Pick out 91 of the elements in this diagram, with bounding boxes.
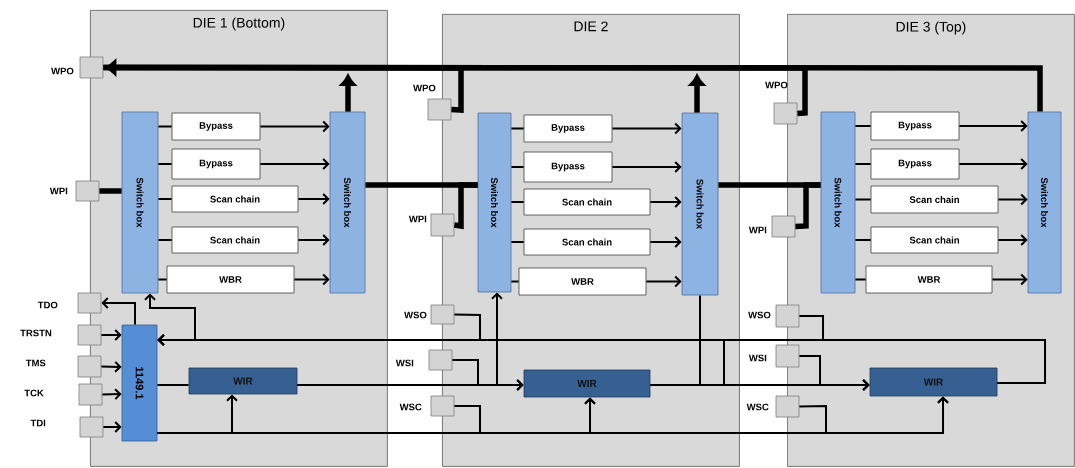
pin-label: WSI — [748, 354, 767, 362]
arrow — [997, 234, 1028, 246]
arrow — [259, 158, 330, 170]
connector-line — [157, 125, 173, 128]
switch-box: Switch box — [1027, 111, 1062, 294]
arrow — [100, 329, 122, 341]
connector-line — [510, 241, 525, 243]
pin-label: TCK — [24, 389, 44, 397]
controller-box: 1149.1 — [121, 324, 158, 442]
register-box: WIR — [523, 369, 651, 398]
connector-line — [156, 384, 190, 386]
arrow — [798, 355, 870, 391]
switch-box: Switch box — [121, 111, 159, 294]
connector-line — [157, 163, 173, 165]
register-box: WBR — [166, 265, 295, 294]
register-box: Scan chain — [171, 226, 299, 254]
arrow — [649, 236, 682, 248]
connector-line — [510, 127, 525, 130]
pin-label: WPO — [413, 84, 436, 92]
arrow — [453, 397, 596, 434]
arrow — [611, 122, 682, 135]
arrow — [991, 273, 1028, 286]
connector-line — [157, 239, 173, 241]
register-box: Scan chain — [171, 185, 299, 213]
pin-label: WSC — [746, 403, 769, 411]
pin-label: WPI — [748, 226, 767, 234]
connector-line — [510, 201, 525, 203]
register-box: WBR — [865, 265, 993, 294]
bus-line — [103, 64, 808, 117]
arrow — [649, 196, 682, 208]
switch-box: Switch box — [329, 111, 366, 294]
arrow — [293, 273, 330, 286]
bus-line — [99, 188, 122, 194]
pin-label: TDO — [37, 301, 58, 309]
register-box: Bypass — [523, 114, 613, 143]
arrow — [100, 360, 122, 373]
register-box: Scan chain — [523, 188, 651, 216]
pin-label: WPI — [49, 187, 68, 195]
pin-label: TDI — [30, 419, 46, 427]
switch-box: Switch box — [820, 111, 856, 294]
switch-box: Switch box — [681, 112, 719, 296]
register-box: Bypass — [870, 148, 960, 180]
arrow — [997, 193, 1028, 206]
arrow — [297, 234, 330, 246]
bus-line — [795, 182, 821, 230]
connector-line — [854, 198, 872, 201]
arrow — [101, 388, 122, 401]
register-box: WIR — [188, 367, 298, 395]
connector-line — [510, 280, 520, 283]
register-box: WIR — [869, 367, 998, 397]
register-box: Bypass — [171, 112, 261, 141]
pin-label: WPO — [51, 67, 74, 75]
register-box: WBR — [518, 267, 647, 296]
arrow — [157, 315, 824, 346]
arrow — [296, 292, 503, 386]
register-box: Scan chain — [523, 228, 651, 256]
arrow — [958, 158, 1028, 170]
arrow — [645, 275, 682, 288]
switch-box: Switch box — [477, 112, 512, 293]
pin-label: WSC — [399, 403, 422, 411]
register-box: Bypass — [870, 111, 960, 141]
pin-label: WSO — [404, 311, 427, 319]
arrow — [451, 359, 524, 391]
arrow — [101, 297, 136, 326]
pin-label: TMS — [25, 359, 46, 367]
arrow — [611, 161, 682, 173]
register-box: Scan chain — [870, 226, 999, 254]
arrow — [102, 421, 122, 433]
connector-line — [854, 163, 872, 165]
pin-label: WPI — [408, 215, 427, 223]
connector-line — [157, 198, 173, 200]
arrow — [798, 396, 949, 434]
register-box: Scan chain — [870, 185, 999, 214]
arrow — [259, 120, 330, 133]
bus-line — [689, 74, 705, 113]
arrow — [297, 193, 330, 205]
pin-label: TRSTN — [20, 329, 52, 337]
connector-line — [854, 125, 872, 127]
register-box: Bypass — [523, 151, 613, 183]
pin-label: WSI — [395, 359, 414, 367]
connector-line — [854, 239, 872, 241]
bus-line — [454, 182, 478, 230]
register-box: Bypass — [171, 148, 261, 180]
connector-line — [510, 166, 525, 168]
connector-line — [157, 278, 168, 281]
arrow — [144, 293, 1046, 384]
pin-label: WPO — [765, 81, 788, 89]
bus-line — [340, 74, 356, 112]
arrow — [958, 120, 1028, 132]
connector-line — [854, 278, 867, 281]
pin-label: WSO — [748, 311, 771, 319]
